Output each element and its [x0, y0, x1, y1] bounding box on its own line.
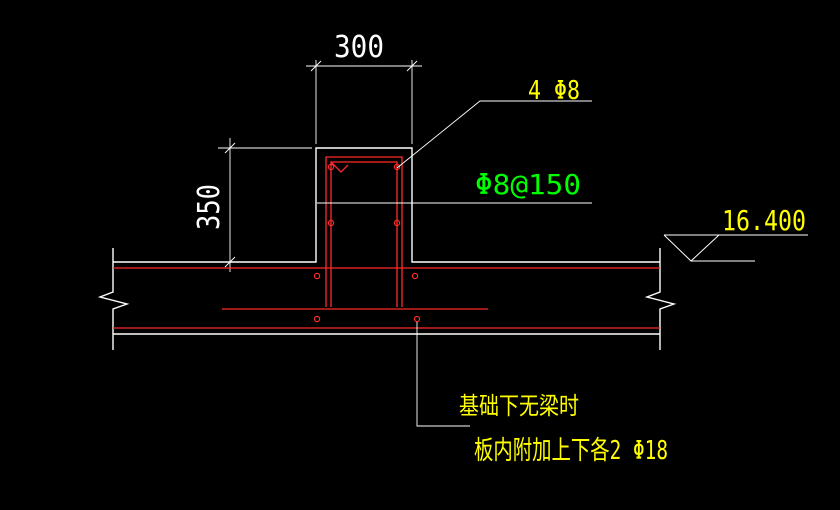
rebar-dots: [313, 163, 421, 323]
concrete-outline: [97, 147, 677, 350]
leader-note: [416, 322, 470, 427]
break-line-right: [644, 248, 677, 350]
height-dimension-label: 350: [192, 184, 227, 230]
break-line-left: [97, 248, 130, 350]
elevation-marker: [663, 234, 808, 262]
stirrup-outer: [325, 156, 403, 307]
dimension-lines: [218, 60, 422, 272]
rebar: [113, 156, 660, 329]
note-line-1: 基础下无梁时: [459, 392, 579, 420]
elevation-label: 16.400: [722, 204, 806, 237]
note-line-2: 板内附加上下各2 Φ18: [474, 436, 668, 466]
leader-lines: [317, 100, 592, 427]
stirrup-hook: [330, 161, 349, 173]
stirrups-label: Φ8@150: [475, 168, 581, 201]
width-dimension-label: 300: [334, 30, 384, 65]
stirrup-inner: [330, 161, 398, 307]
longitudinal-bars-label: 4 Φ8: [528, 76, 580, 106]
leader-longitudinal-bars: [396, 100, 592, 169]
